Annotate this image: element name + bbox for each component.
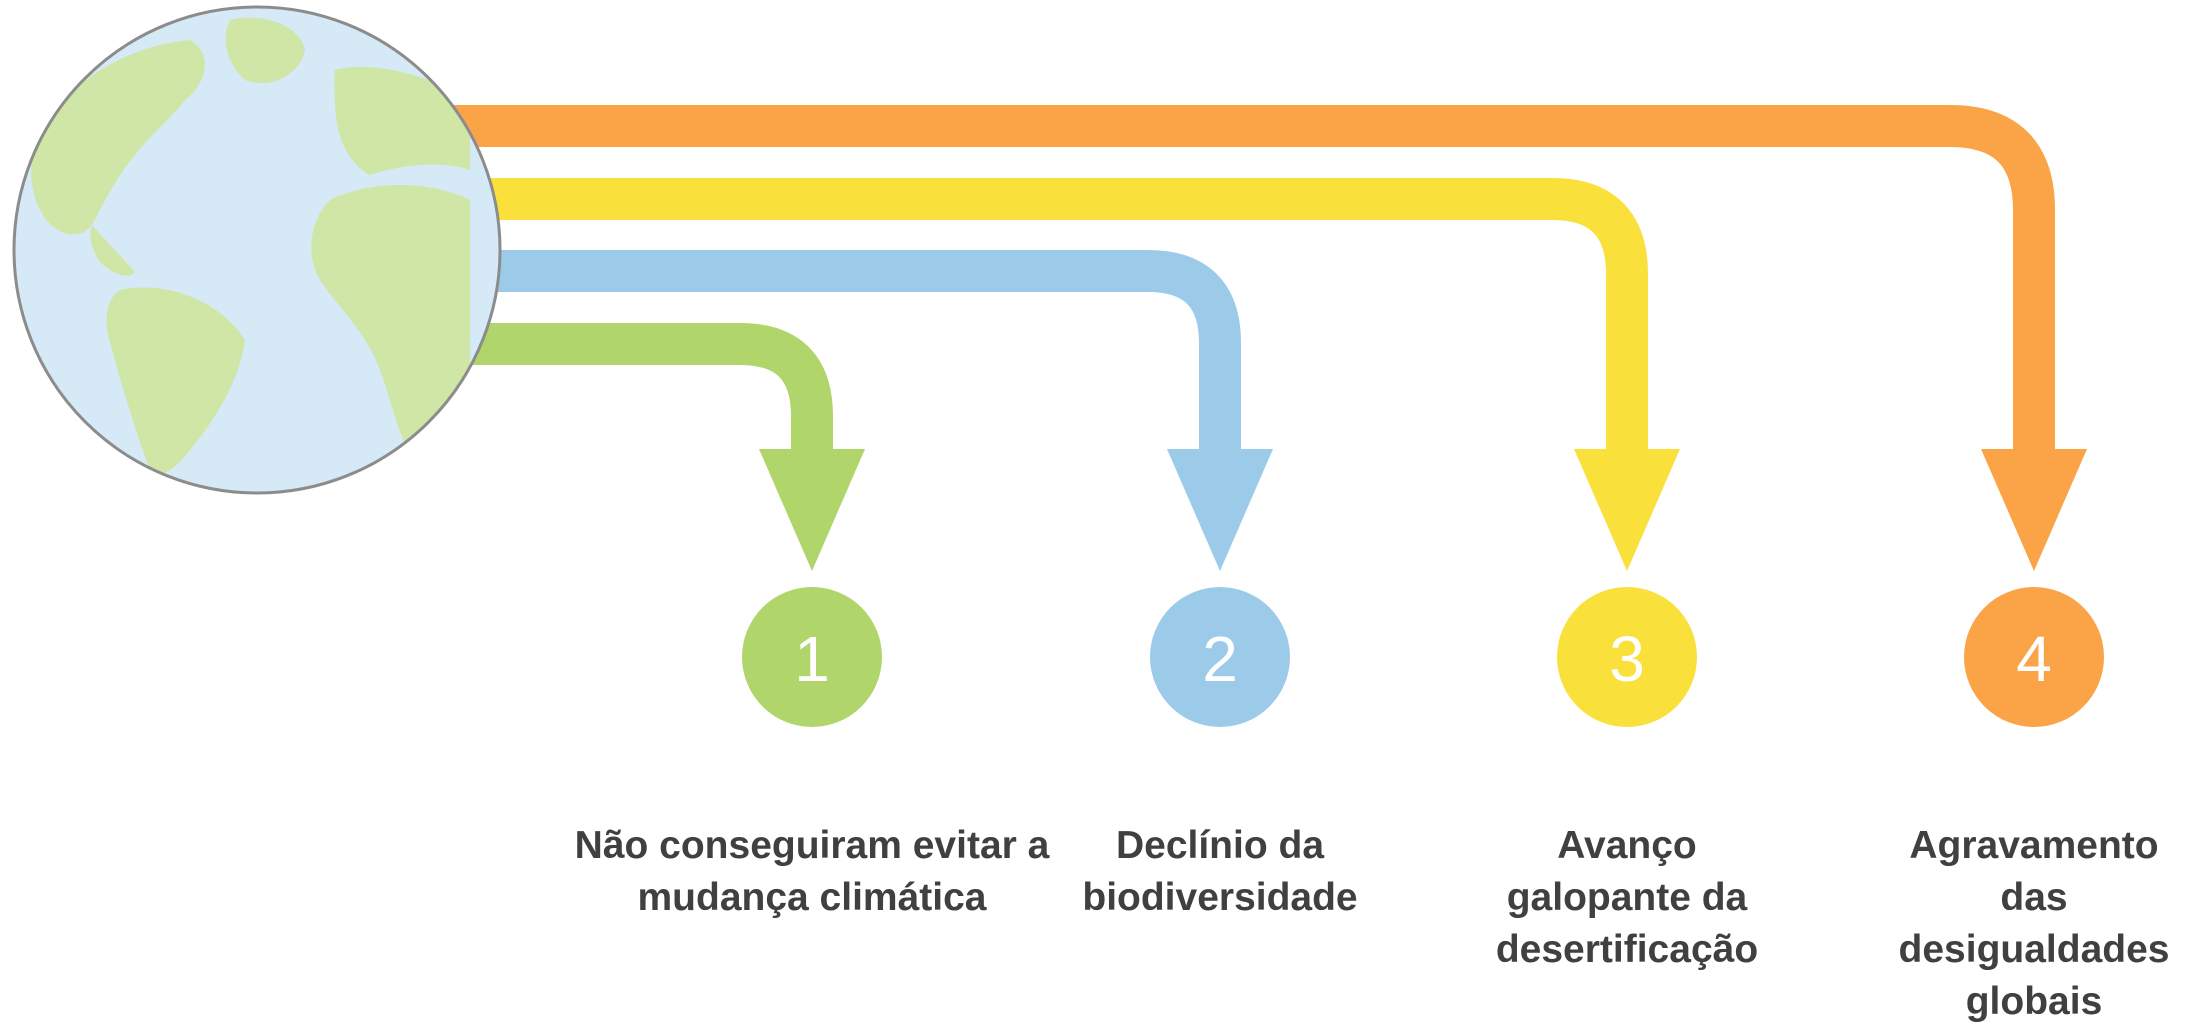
arrow-2-shaft [380,250,1241,460]
step-4-caption: Agravamento das desigualdades globais [1869,820,2199,1028]
arrow-1-shaft [380,323,833,460]
step-1-number: 1 [794,623,830,695]
caption-line: biodiversidade [1082,876,1358,919]
step-3-caption: Avanço galopante da desertificação [1457,820,1797,976]
step-3-badge: 3 [1557,587,1697,727]
caption-line: desigualdades [1898,928,2170,971]
arrow-4-head [1981,449,2087,571]
step-2-badge: 2 [1150,587,1290,727]
arrow-2-head [1167,449,1273,571]
step-4-badge: 4 [1964,587,2104,727]
arrow-3-head [1574,449,1680,571]
globe-icon [12,5,502,495]
step-circles: 1 2 3 4 [742,587,2104,727]
caption-line: globais [1965,980,2103,1023]
step-1-caption: Não conseguiram evitar a mudança climáti… [532,820,1092,924]
caption-line: Declínio da [1115,824,1325,867]
arrow-1-head [759,449,865,571]
caption-line: Avanço [1557,824,1697,867]
arrows [380,105,2087,571]
step-2-number: 2 [1202,623,1238,695]
globe-land [31,17,470,474]
arrow-3-shaft [380,178,1648,460]
caption-line: mudança climática [637,876,987,919]
step-2-caption: Declínio da biodiversidade [1050,820,1390,924]
caption-line: galopante da [1506,876,1748,919]
caption-line: das [2000,876,2068,919]
arrow-4-shaft [380,105,2055,460]
caption-line: Não conseguiram evitar a [574,824,1050,867]
globe-outline [12,5,502,495]
caption-line: Agravamento [1909,824,2159,867]
step-3-number: 3 [1609,623,1645,695]
step-4-number: 4 [2016,623,2052,695]
caption-line: desertificação [1495,928,1759,971]
step-1-badge: 1 [742,587,882,727]
